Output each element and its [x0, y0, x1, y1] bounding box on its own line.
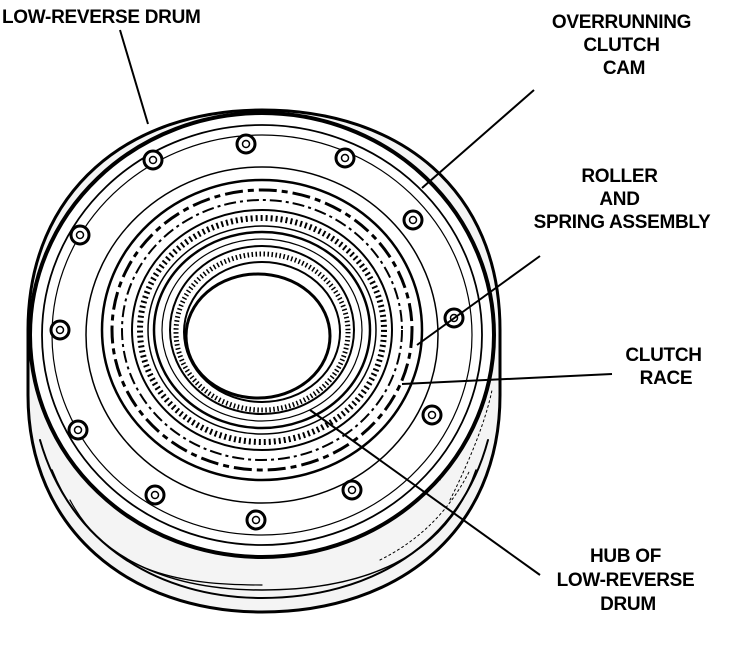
- label-overrunning-clutch-cam: OVERRUNNING CLUTCH CAM: [552, 12, 696, 79]
- leader-hub: [309, 409, 541, 576]
- race-ridge-2: [169, 245, 355, 415]
- bolt: [142, 149, 164, 171]
- bolt: [67, 419, 89, 441]
- label-roller-spring-assembly: ROLLER AND SPRING ASSEMBLY: [534, 166, 711, 233]
- label-low-reverse-drum: LOW-REVERSE DRUM: [2, 7, 201, 28]
- leader-clutch-race: [401, 373, 613, 385]
- cam-outer-edge: [100, 178, 424, 482]
- cam-lobe-ring-inner: [121, 199, 403, 461]
- bolt: [49, 319, 71, 341]
- hub-spline: [173, 251, 351, 413]
- bolt: [334, 147, 356, 169]
- bolt: [69, 224, 91, 246]
- label-hub-of-low-reverse-drum: HUB OF LOW-REVERSE DRUM: [557, 546, 700, 615]
- bolt: [245, 509, 267, 531]
- roller-ring-inner: [147, 225, 377, 435]
- bolt: [421, 404, 443, 426]
- cam-lobe-ring-outer: [110, 188, 414, 472]
- label-clutch-race: CLUTCH RACE: [625, 345, 706, 389]
- overrunning-clutch-cam: [110, 188, 414, 472]
- roller-spring-assembly: [131, 209, 393, 451]
- leader-lines: [119, 29, 613, 576]
- roller-ring-rollers: [137, 215, 387, 445]
- race-ridge-1: [161, 238, 363, 422]
- bolt: [144, 484, 166, 506]
- drum-rim-inner-1: [41, 124, 483, 546]
- drum-side-band-3: [69, 499, 263, 586]
- clutch-race: [152, 230, 372, 430]
- bolt: [235, 133, 257, 155]
- bolt: [402, 209, 424, 231]
- hub-bore: [184, 272, 332, 400]
- leader-overrunning-clutch-cam: [421, 89, 535, 189]
- race-outer: [152, 230, 372, 430]
- leader-low-reverse-drum: [119, 29, 149, 125]
- bolt: [341, 479, 363, 501]
- bolt-circle-line: [85, 166, 439, 504]
- hub-wall: [183, 261, 341, 403]
- hub: [173, 251, 351, 413]
- leader-roller-spring-assembly: [416, 255, 541, 346]
- roller-ring-outer: [131, 209, 393, 451]
